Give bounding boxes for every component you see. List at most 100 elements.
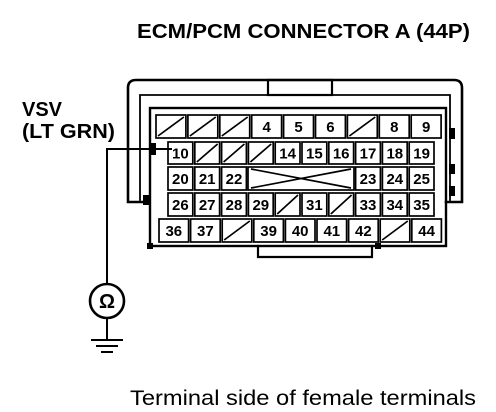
connector-housing bbox=[126, 78, 464, 259]
ground-icon bbox=[91, 317, 123, 353]
terminal-number: 22 bbox=[226, 171, 243, 188]
terminal-cell bbox=[247, 192, 275, 217]
unused-terminal-slash bbox=[276, 194, 299, 215]
unused-terminal-slash bbox=[196, 143, 219, 163]
terminal-number: 41 bbox=[323, 223, 340, 240]
terminal-cell bbox=[220, 166, 248, 191]
housing-right-nub bbox=[449, 128, 455, 139]
terminal-cell bbox=[167, 166, 194, 191]
terminal-39: 39 bbox=[252, 218, 285, 243]
terminal-41: 41 bbox=[316, 218, 348, 243]
test-probe bbox=[149, 143, 156, 155]
housing-right-nub bbox=[449, 164, 455, 174]
terminal-cell bbox=[189, 218, 222, 243]
terminal-number: 24 bbox=[386, 171, 403, 188]
housing-left-nub bbox=[143, 195, 150, 205]
blank-cavity-area bbox=[247, 166, 355, 191]
terminal-number: 29 bbox=[252, 197, 269, 214]
terminal-20: 20 bbox=[167, 166, 194, 191]
terminal-cell bbox=[167, 141, 194, 165]
terminal-33: 33 bbox=[354, 192, 382, 217]
unused-terminal-slash bbox=[223, 220, 251, 241]
unused-terminal bbox=[187, 114, 219, 139]
wire-color-label: (LT GRN) bbox=[22, 121, 115, 143]
terminal-number: 10 bbox=[172, 146, 189, 163]
terminal-22: 22 bbox=[220, 166, 248, 191]
terminal-40: 40 bbox=[284, 218, 316, 243]
terminal-34: 34 bbox=[381, 192, 409, 217]
terminal-25: 25 bbox=[408, 166, 435, 191]
housing-bottom-key bbox=[256, 244, 374, 259]
diagram-caption: Terminal side of female terminals bbox=[130, 387, 476, 410]
terminal-4: 4 bbox=[250, 114, 283, 139]
terminal-36: 36 bbox=[158, 218, 190, 243]
terminal-cell bbox=[381, 141, 409, 165]
terminal-number: 37 bbox=[197, 223, 214, 240]
terminal-cell bbox=[410, 114, 442, 139]
unused-terminal bbox=[274, 192, 301, 217]
unused-terminal-slash bbox=[221, 116, 249, 137]
terminal-17: 17 bbox=[354, 141, 382, 165]
unused-terminal bbox=[155, 114, 187, 139]
terminal-number: 40 bbox=[292, 223, 309, 240]
terminal-number: 44 bbox=[418, 223, 435, 240]
terminal-number: 19 bbox=[413, 146, 430, 163]
terminal-27: 27 bbox=[193, 192, 221, 217]
terminal-number: 36 bbox=[165, 223, 182, 240]
terminal-number: 21 bbox=[199, 171, 216, 188]
terminal-cell bbox=[381, 166, 409, 191]
terminal-number: 25 bbox=[413, 171, 430, 188]
housing-bottom-dot bbox=[147, 243, 153, 249]
terminal-number: 35 bbox=[413, 197, 430, 214]
terminal-5: 5 bbox=[282, 114, 315, 139]
terminal-35: 35 bbox=[408, 192, 435, 217]
terminal-cell bbox=[284, 218, 316, 243]
terminal-number: 20 bbox=[172, 171, 189, 188]
terminal-cell bbox=[282, 114, 315, 139]
unused-terminal bbox=[218, 114, 251, 139]
terminal-cell bbox=[354, 141, 382, 165]
terminal-cell bbox=[347, 218, 380, 243]
terminal-number: 14 bbox=[279, 146, 296, 163]
ohm-symbol: Ω bbox=[99, 291, 115, 313]
unused-terminal bbox=[220, 141, 248, 165]
terminal-number: 17 bbox=[360, 146, 377, 163]
terminal-cell bbox=[408, 141, 435, 165]
terminal-cell bbox=[314, 114, 347, 139]
unused-terminal-slash bbox=[157, 116, 185, 137]
terminal-cell bbox=[327, 141, 355, 165]
terminal-23: 23 bbox=[354, 166, 382, 191]
terminal-cell bbox=[316, 218, 348, 243]
terminal-cell bbox=[193, 192, 221, 217]
terminal-14: 14 bbox=[274, 141, 301, 165]
terminal-number: 6 bbox=[326, 119, 334, 136]
terminal-21: 21 bbox=[193, 166, 221, 191]
terminal-44: 44 bbox=[410, 218, 443, 243]
terminal-cell bbox=[220, 192, 248, 217]
terminal-cell bbox=[274, 141, 301, 165]
terminal-number: 4 bbox=[262, 119, 271, 136]
housing-right-nub bbox=[449, 186, 455, 196]
terminal-number: 23 bbox=[360, 171, 377, 188]
diagram-title: ECM/PCM CONNECTOR A (44P) bbox=[137, 21, 470, 43]
terminal-16: 16 bbox=[327, 141, 355, 165]
terminal-37: 37 bbox=[189, 218, 222, 243]
unused-terminal bbox=[346, 114, 379, 139]
unused-terminal bbox=[379, 218, 411, 243]
terminal-number: 39 bbox=[260, 223, 277, 240]
unused-terminal bbox=[327, 192, 355, 217]
terminal-number: 8 bbox=[390, 119, 398, 136]
terminal-number: 31 bbox=[306, 197, 323, 214]
terminal-cell bbox=[250, 114, 283, 139]
terminal-15: 15 bbox=[301, 141, 328, 165]
unused-terminal-slash bbox=[189, 116, 217, 137]
terminal-cell bbox=[410, 218, 443, 243]
terminal-9: 9 bbox=[410, 114, 442, 139]
terminal-cell bbox=[354, 166, 382, 191]
terminal-19: 19 bbox=[408, 141, 435, 165]
terminal-31: 31 bbox=[301, 192, 328, 217]
terminal-cell bbox=[167, 192, 194, 217]
terminal-number: 16 bbox=[333, 146, 350, 163]
